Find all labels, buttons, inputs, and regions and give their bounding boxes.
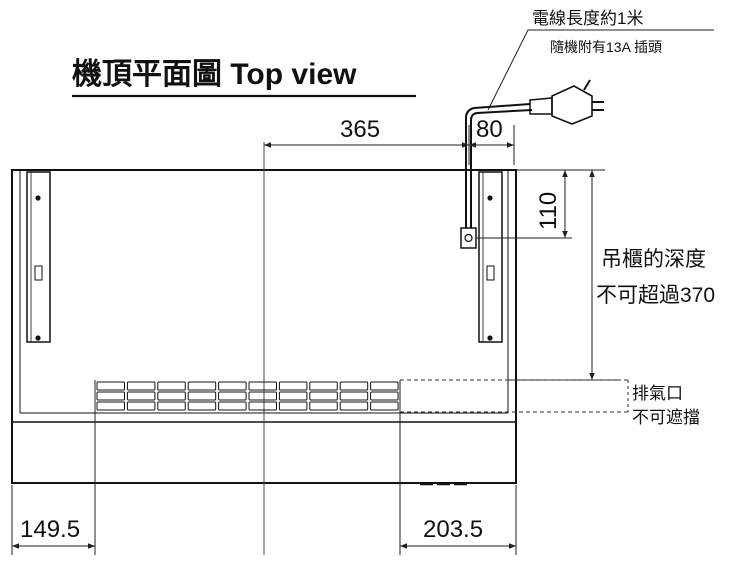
dimension-110: [476, 169, 580, 239]
power-cord: [460, 103, 533, 249]
cord-length-note: 電線長度約1米: [532, 9, 643, 28]
dimension-top: [264, 125, 515, 165]
page-title: 機頂平面圖 Top view: [72, 58, 357, 91]
dimension-80-label: 80: [476, 116, 503, 143]
dimension-203-5-label: 203.5: [423, 516, 483, 543]
vent-slot: [157, 381, 186, 391]
dimension-110-label: 110: [535, 192, 562, 230]
vent-slot: [218, 381, 247, 391]
vent-slot: [278, 401, 308, 411]
vent-slot: [278, 391, 308, 401]
vent-slot: [339, 381, 369, 391]
vent-slot: [370, 401, 399, 411]
vent-slot: [218, 391, 247, 401]
vent-slot: [309, 401, 338, 411]
depth-note-line2: 不可超過370: [596, 284, 715, 307]
vent-note-line2: 不可遮擋: [632, 408, 700, 427]
cord-clamp: [460, 227, 477, 249]
vent-slot: [248, 391, 277, 401]
vent-clearance-guide: [399, 379, 629, 555]
exhaust-vent-grille: [96, 381, 399, 411]
vent-slot: [339, 391, 369, 401]
cord-leader-line: [487, 29, 714, 111]
vent-slot: [126, 381, 156, 391]
vent-slot: [187, 381, 217, 391]
vent-slot: [218, 401, 247, 411]
right-mounting-bracket: [478, 171, 503, 343]
dimension-depth: [508, 169, 620, 381]
vent-slot: [96, 401, 125, 411]
vent-slot: [126, 401, 156, 411]
vent-note-line1: 排氣口: [632, 384, 683, 403]
vent-slot: [278, 381, 308, 391]
depth-note-line1: 吊櫃的深度: [601, 248, 706, 271]
vent-slot: [339, 401, 369, 411]
vent-slot: [370, 391, 399, 401]
vent-slot: [248, 381, 277, 391]
plug-note: 隨機附有13A 插頭: [550, 39, 662, 55]
dimension-bottom: [11, 380, 517, 555]
vent-slot: [157, 401, 186, 411]
vent-slot: [187, 391, 217, 401]
dimension-149-5-label: 149.5: [20, 516, 80, 543]
vent-slot: [370, 381, 399, 391]
dimension-365-label: 365: [340, 116, 380, 143]
vent-slot: [96, 391, 125, 401]
vent-slot: [157, 391, 186, 401]
vent-slot: [309, 381, 338, 391]
plug-icon: [529, 79, 604, 125]
vent-slot: [96, 381, 125, 391]
vent-slot: [309, 391, 338, 401]
vent-slot: [248, 401, 277, 411]
vent-slot: [187, 401, 217, 411]
vent-slot: [126, 391, 156, 401]
left-mounting-bracket: [26, 171, 51, 343]
